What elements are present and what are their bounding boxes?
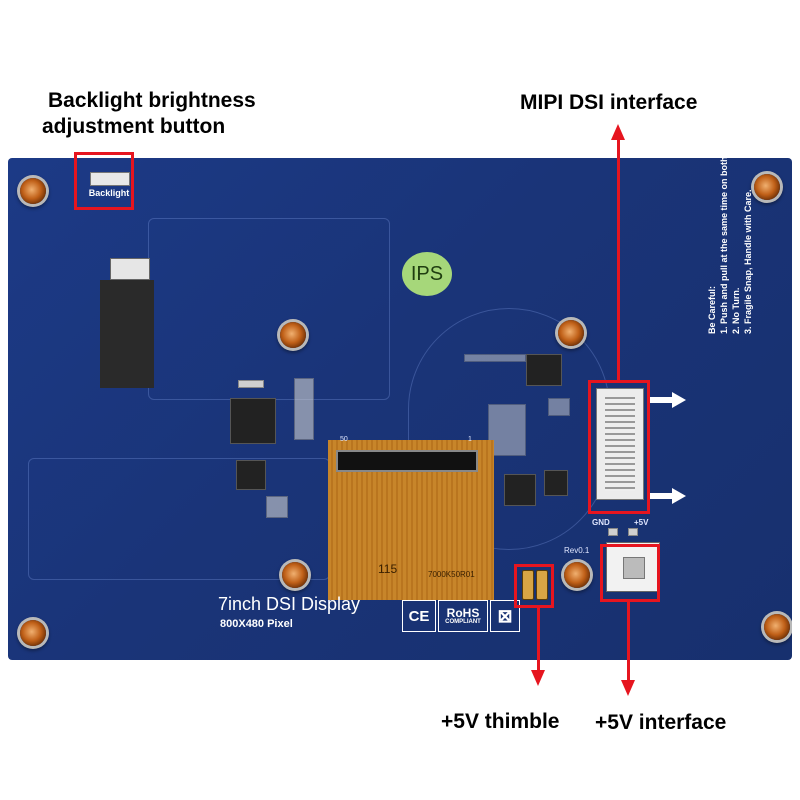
smd-component <box>266 496 288 518</box>
mounting-post <box>20 620 46 646</box>
thimble-pin <box>522 570 534 600</box>
backlight-button: Backlight <box>84 168 134 202</box>
backlight-highlight-box <box>74 152 134 210</box>
smd-component <box>488 404 526 456</box>
backlight-button-cap <box>90 172 130 186</box>
mipi-dsi-connector <box>596 388 644 500</box>
inductor <box>236 460 266 490</box>
caution-item: 2. No Turn. <box>731 287 742 334</box>
rohs-mark: RoHS COMPLIANT <box>438 600 488 632</box>
pull-arrow-icon <box>650 392 686 408</box>
pcb-trace <box>148 218 390 400</box>
controller-chip <box>230 398 276 444</box>
power-interface-highlight-box <box>600 544 660 602</box>
left-connector-tape <box>100 280 154 388</box>
power-arrow-head-icon <box>621 680 635 696</box>
flex-connector <box>336 450 478 472</box>
mounting-post <box>564 562 590 588</box>
power-arrow-line <box>627 602 630 680</box>
flex-code: 7000K50R01 <box>428 570 475 579</box>
mipi-callout-label: MIPI DSI interface <box>520 91 698 114</box>
ips-badge: IPS <box>402 252 452 296</box>
backlight-callout-label: Backlight brightness adjustment button <box>42 88 256 141</box>
smd-component <box>548 398 570 416</box>
inductor <box>504 474 536 506</box>
left-connector-latch <box>110 258 150 280</box>
rohs-sub-label: COMPLIANT <box>445 619 481 625</box>
caution-text: Be Careful: 1. Push and pull at the same… <box>706 158 755 334</box>
ic-chip <box>526 354 562 386</box>
caution-title: Be Careful: <box>707 285 717 334</box>
v5-silk-label: +5V <box>634 518 649 527</box>
mipi-arrow-head-icon <box>611 124 625 140</box>
pad <box>628 528 638 536</box>
smd-component <box>238 380 264 388</box>
backlight-callout-line1: Backlight brightness <box>48 89 256 112</box>
mipi-arrow-line <box>617 138 620 382</box>
backlight-silk-label: Backlight <box>88 188 130 198</box>
gnd-silk-label: GND <box>592 518 610 527</box>
left-fpc-connector <box>100 258 154 388</box>
pcb-board: Backlight IPS 50 1 7000K50R01 115 GND +5… <box>8 158 792 660</box>
flex-pin-left-label: 50 <box>340 436 348 443</box>
power-connector-notch <box>623 557 645 579</box>
mounting-post <box>282 562 308 588</box>
pcb-trace <box>28 458 330 580</box>
board-resolution: 800X480 Pixel <box>220 618 293 630</box>
backlight-callout-line2: adjustment button <box>42 115 226 139</box>
caution-item: 3. Fragile Snap, Handle with Care. <box>743 189 754 334</box>
smd-component <box>464 354 526 362</box>
mounting-post <box>754 174 780 200</box>
smd-component <box>294 378 314 440</box>
mounting-post <box>764 614 790 640</box>
pad <box>608 528 618 536</box>
mounting-post <box>280 322 306 348</box>
mipi-connector-pins <box>605 397 635 491</box>
rohs-label: RoHS <box>446 606 480 620</box>
thimble-arrow-head-icon <box>531 670 545 686</box>
ce-mark: CE <box>402 600 436 632</box>
thimble-callout-label: +5V thimble <box>441 710 560 733</box>
mounting-post <box>558 320 584 346</box>
board-title: 7inch DSI Display <box>218 594 361 614</box>
power-interface-callout-label: +5V interface <box>595 711 727 734</box>
thimble-arrow-line <box>537 608 540 670</box>
caution-item: 1. Push and pull at the same time on bot… <box>719 158 730 334</box>
ic-chip <box>544 470 568 496</box>
flex-mark: 115 <box>378 562 398 576</box>
rev-silk-label: Rev0.1 <box>564 546 590 555</box>
power-connector <box>606 542 660 592</box>
flex-pin-right-label: 1 <box>468 436 472 443</box>
thimble-highlight-box <box>514 564 554 608</box>
thimble-pin <box>536 570 548 600</box>
mounting-post <box>20 178 46 204</box>
thimble-pins <box>520 566 550 602</box>
mipi-highlight-box <box>588 380 650 514</box>
weee-icon: ⊠ <box>490 600 520 632</box>
pull-arrow-icon <box>650 488 686 504</box>
